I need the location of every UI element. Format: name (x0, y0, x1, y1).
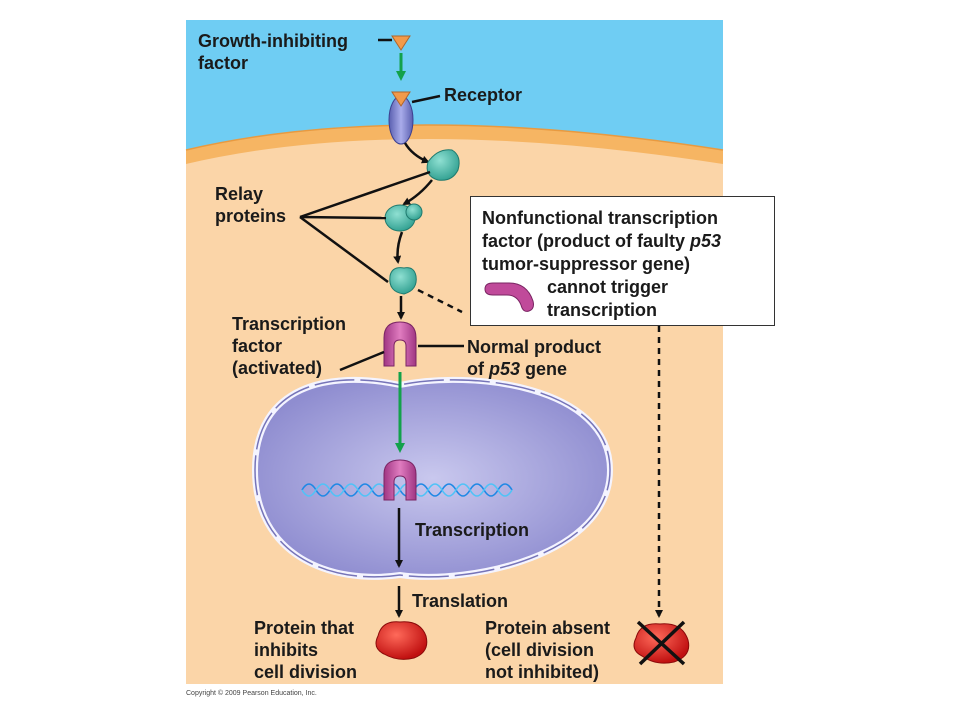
nonfunctional-factor-box (470, 196, 775, 326)
receptor-icon (388, 91, 414, 145)
plasma-membrane (186, 125, 723, 164)
transcription-label: Transcription (415, 520, 530, 540)
relay-protein-3-icon (389, 267, 417, 295)
translation-label: Translation (412, 591, 509, 611)
relay-proteins-label: Relay proteins (215, 184, 287, 226)
copyright-text: Copyright © 2009 Pearson Education, Inc. (186, 690, 317, 697)
receptor-label: Receptor (444, 85, 523, 105)
nucleus (251, 376, 614, 580)
absent-protein-icon (633, 620, 690, 666)
growth-factor-icon (391, 35, 411, 51)
transcription-factor-on-dna-icon (383, 459, 417, 501)
nonfunctional-factor-icon (484, 282, 534, 312)
transcription-factor-label: Transcription factor (activated) (232, 314, 347, 378)
inhibitor-protein-label: Protein that inhibits cell division (254, 618, 358, 682)
normal-product-label: Normal product of p53 gene (467, 337, 602, 379)
relay-protein-1-icon (426, 149, 460, 181)
protein-absent-label: Protein absent (cell division not inhibi… (485, 618, 611, 682)
inhibitor-protein-icon (375, 621, 428, 660)
transcription-factor-icon (383, 321, 417, 367)
growth-factor-label: Growth-inhibiting factor (198, 31, 348, 73)
nonfunctional-box-text: Nonfunctional transcription factor (prod… (482, 208, 722, 320)
